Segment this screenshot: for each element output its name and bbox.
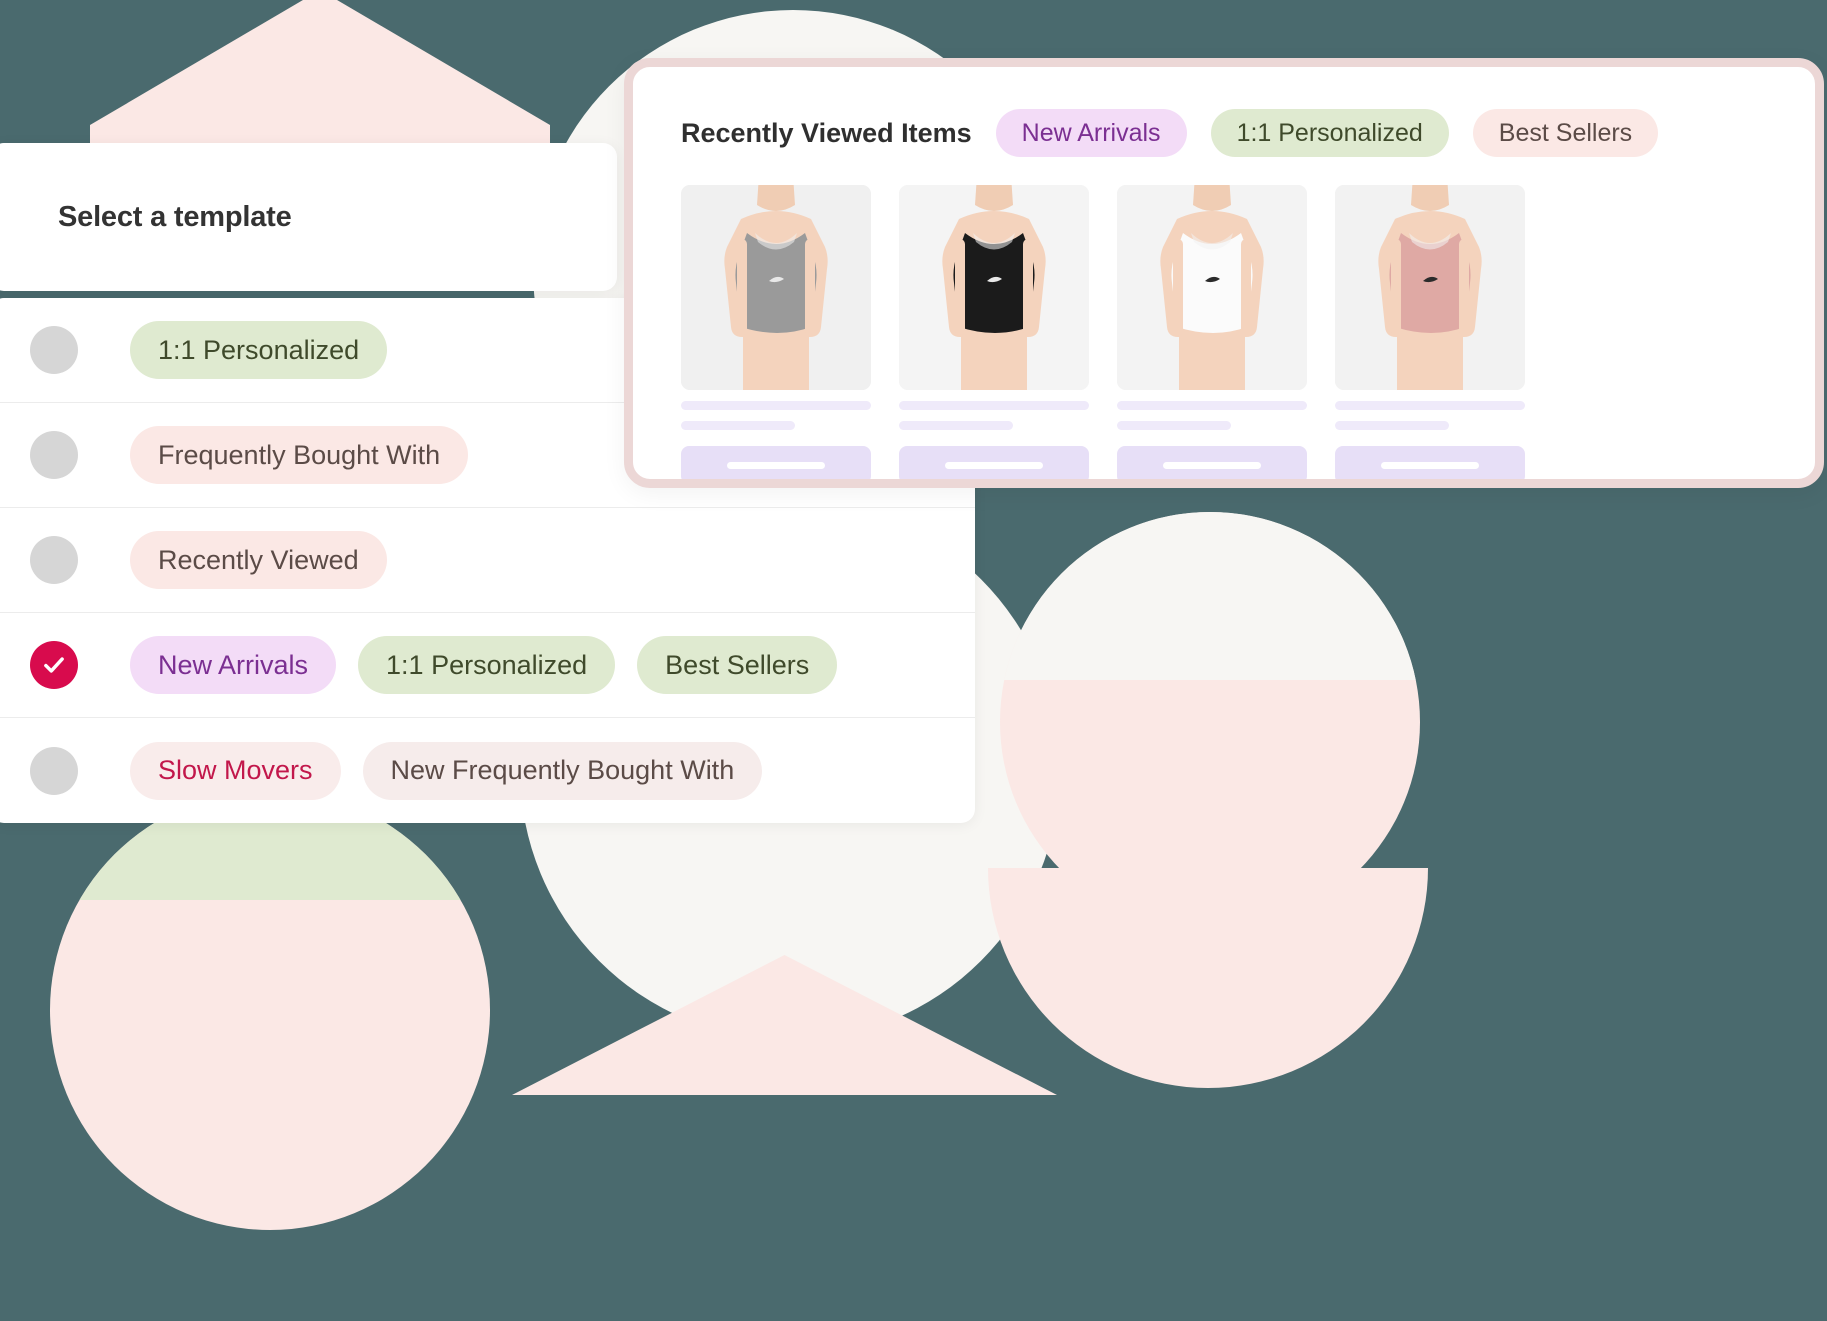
product-title-skeleton: [1335, 401, 1525, 410]
product-card[interactable]: [681, 185, 871, 479]
black-sports-bra-photo: [899, 185, 1089, 390]
radio-circle-icon[interactable]: [30, 536, 78, 584]
recently-viewed-tag[interactable]: New Arrivals: [995, 109, 1187, 157]
white-sports-bra-photo: [1117, 185, 1307, 390]
pink-sports-bra-photo: [1335, 185, 1525, 390]
template-row[interactable]: Slow Movers New Frequently Bought With: [0, 718, 975, 823]
product-subtitle-skeleton: [1335, 421, 1449, 430]
product-cta-button[interactable]: [1335, 446, 1525, 479]
product-title-skeleton: [681, 401, 871, 410]
template-pill[interactable]: 1:1 Personalized: [358, 636, 616, 694]
product-cta-label-skeleton: [726, 461, 826, 469]
template-pill-group: Frequently Bought With: [130, 426, 469, 484]
product-title-skeleton: [899, 401, 1089, 410]
template-pill[interactable]: Frequently Bought With: [130, 426, 469, 484]
decor-triangle-bottom-center: [512, 955, 1057, 1095]
product-subtitle-skeleton: [681, 421, 795, 430]
product-subtitle-skeleton: [899, 421, 1013, 430]
template-row[interactable]: Recently Viewed: [0, 508, 975, 613]
product-cta-label-skeleton: [1162, 461, 1262, 469]
recently-viewed-card: Recently Viewed Items New Arrivals 1:1 Pe…: [624, 58, 1824, 488]
decor-split-circle-right-light-band: [1000, 512, 1420, 680]
product-cta-button[interactable]: [1117, 446, 1307, 479]
template-pill[interactable]: New Frequently Bought With: [362, 741, 763, 800]
radio-circle-icon[interactable]: [30, 746, 78, 795]
product-card[interactable]: [1117, 185, 1307, 479]
template-pill[interactable]: New Arrivals: [130, 636, 337, 694]
decor-split-circle-right: [1000, 512, 1420, 932]
decor-split-circle-left: [50, 790, 490, 1230]
recently-viewed-tag-group: New Arrivals 1:1 Personalized Best Sellers: [995, 109, 1659, 157]
recently-viewed-header: Recently Viewed Items New Arrivals 1:1 Pe…: [633, 67, 1815, 157]
template-pill[interactable]: Best Sellers: [637, 636, 838, 694]
template-row[interactable]: New Arrivals 1:1 Personalized Best Sellers: [0, 613, 975, 718]
product-card[interactable]: [899, 185, 1089, 479]
radio-circle-icon[interactable]: [30, 431, 78, 479]
recently-viewed-tag[interactable]: 1:1 Personalized: [1210, 109, 1449, 157]
template-pill[interactable]: Slow Movers: [130, 741, 341, 800]
decor-half-disc-bottom-right: [988, 868, 1428, 1088]
product-cta-label-skeleton: [1380, 461, 1480, 469]
product-title-skeleton: [1117, 401, 1307, 410]
product-cta-label-skeleton: [944, 461, 1044, 469]
product-grid: [633, 157, 1815, 479]
template-row[interactable]: Frequently Bought With: [0, 403, 975, 508]
recently-viewed-tag[interactable]: Best Sellers: [1472, 109, 1659, 157]
template-pill-group: Recently Viewed: [130, 531, 387, 589]
check-circle-icon[interactable]: [30, 641, 78, 689]
template-pill-group: Slow Movers New Frequently Bought With: [130, 741, 763, 800]
template-pill[interactable]: 1:1 Personalized: [130, 321, 388, 379]
template-pill-group: 1:1 Personalized: [130, 321, 388, 379]
radio-circle-icon[interactable]: [30, 326, 78, 374]
product-cta-button[interactable]: [899, 446, 1089, 479]
product-cta-button[interactable]: [681, 446, 871, 479]
grey-sports-bra-photo: [681, 185, 871, 390]
select-template-panel: Select a template: [0, 143, 617, 291]
recently-viewed-title: Recently Viewed Items: [681, 117, 972, 148]
template-pill-group: New Arrivals 1:1 Personalized Best Sellers: [130, 636, 838, 694]
product-card[interactable]: [1335, 185, 1525, 479]
template-pill[interactable]: Recently Viewed: [130, 531, 387, 589]
page-title: Select a template: [58, 200, 292, 233]
product-subtitle-skeleton: [1117, 421, 1231, 430]
template-row[interactable]: 1:1 Personalized: [0, 298, 975, 403]
